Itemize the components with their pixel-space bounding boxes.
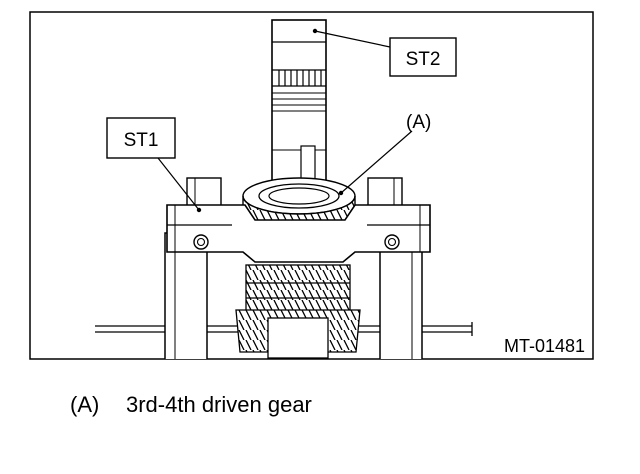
caption-key: (A) <box>70 392 100 417</box>
st1-label: ST1 <box>124 130 159 151</box>
st2-callout: ST2 <box>389 37 457 77</box>
st1-puller-plate <box>166 204 431 263</box>
caption-text: 3rd-4th driven gear <box>126 392 312 417</box>
figure-code: MT-01481 <box>504 336 585 356</box>
lower-gear-stack <box>235 264 361 359</box>
right-press-leg <box>367 177 423 359</box>
st1-leader <box>157 157 200 211</box>
legend-caption: (A) 3rd-4th driven gear <box>70 392 312 418</box>
left-bolt-icon <box>193 234 209 250</box>
st2-label: ST2 <box>406 49 441 70</box>
shaft-spline <box>278 70 322 86</box>
a-leader <box>340 130 413 194</box>
st2-leader <box>314 30 391 48</box>
right-bolt-icon <box>384 234 400 250</box>
a-label: (A) <box>406 112 431 133</box>
st1-callout: ST1 <box>106 117 176 159</box>
